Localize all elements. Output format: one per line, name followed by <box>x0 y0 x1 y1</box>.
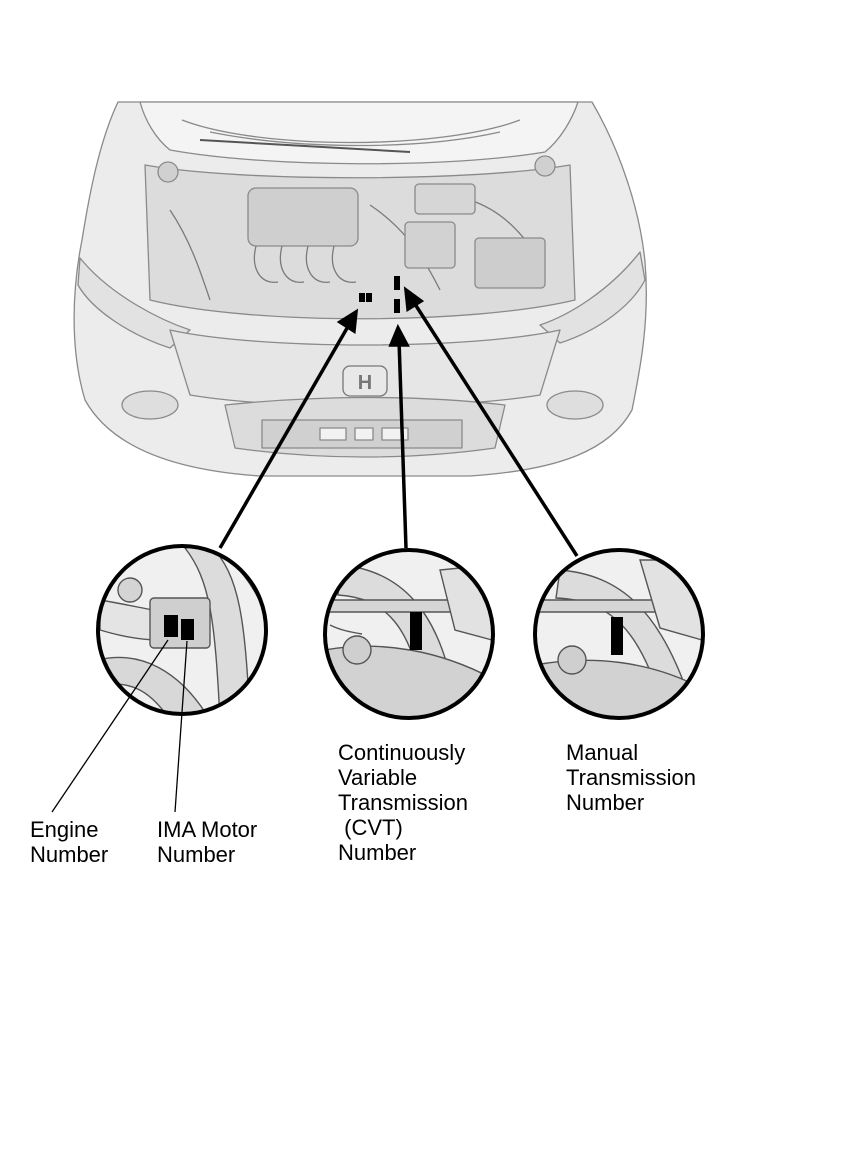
engine-label-line-1: Engine <box>30 817 99 842</box>
cvt-number-label: Continuously Variable Transmission (CVT)… <box>338 740 468 865</box>
engine-number-label: Engine Number <box>30 817 108 867</box>
wiper <box>199 139 411 153</box>
ima-label-line-2: Number <box>157 842 236 867</box>
arrow-cvt <box>397 339 408 549</box>
battery <box>474 237 546 289</box>
svg-text:H: H <box>358 372 372 394</box>
detail-circle-manual <box>533 548 705 720</box>
ima-motor-number-label: IMA Motor Number <box>157 817 257 867</box>
cvt-number-plate <box>410 612 422 650</box>
marker-cvt-car <box>394 299 400 313</box>
engine-cover <box>247 187 359 247</box>
air-box <box>404 221 456 269</box>
manual-transmission-number-label: Manual Transmission Number <box>566 740 696 815</box>
arrow-engine-area <box>218 322 352 549</box>
cvt-label-line-2: Variable <box>338 765 418 790</box>
car-front-illustration: H <box>73 101 647 477</box>
engine-number-plate <box>164 615 178 637</box>
leader-engine <box>51 639 169 813</box>
manual-label-line-2: Transmission <box>566 765 696 790</box>
cvt-label-line-4: (CVT) <box>338 815 403 840</box>
ima-label-line-1: IMA Motor <box>157 817 258 842</box>
manual-label-line-1: Manual <box>566 740 639 765</box>
manual-label-line-3: Number <box>566 790 645 815</box>
cvt-label-line-5: Number <box>338 840 417 865</box>
manual-number-plate <box>611 617 623 655</box>
leader-arrows <box>218 286 579 557</box>
label-leaders <box>51 639 188 813</box>
number-plate-marker-icon <box>359 276 400 313</box>
detail-circle-engine <box>96 544 268 716</box>
ima-number-plate <box>181 619 194 640</box>
marker-manual-car <box>394 276 400 290</box>
leader-ima <box>174 640 188 813</box>
hood <box>139 101 579 165</box>
cvt-label-line-3: Transmission <box>338 790 468 815</box>
arrow-manual <box>411 300 579 557</box>
detail-circle-cvt <box>323 548 495 720</box>
marker-engine-car <box>359 293 365 302</box>
cvt-label-line-1: Continuously <box>338 740 466 765</box>
engine-label-line-2: Number <box>30 842 109 867</box>
honda-logo-icon: H <box>342 365 388 397</box>
marker-ima-car <box>366 293 372 302</box>
